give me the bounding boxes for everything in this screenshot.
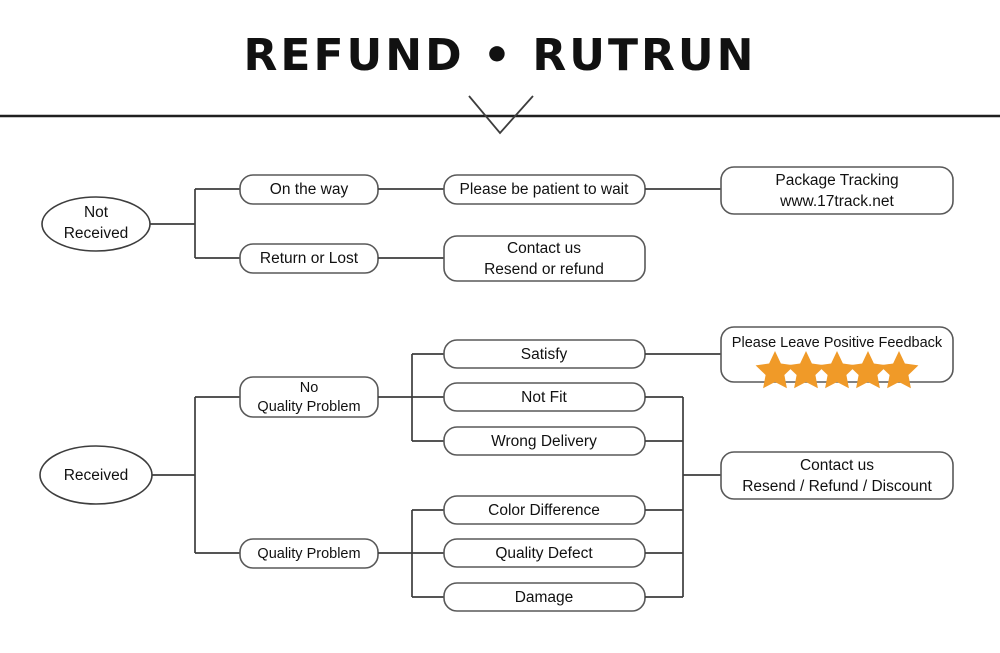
node-not-fit-label: Not Fit <box>521 389 567 406</box>
node-no-quality-problem-line2: Quality Problem <box>257 399 360 415</box>
node-package-tracking-line2: www.17track.net <box>779 193 894 210</box>
node-on-the-way-label: On the way <box>270 181 349 198</box>
star-rating <box>755 351 919 389</box>
node-quality-problem-label: Quality Problem <box>257 546 360 562</box>
star-icon <box>755 351 795 389</box>
star-icon <box>879 351 919 389</box>
node-contact-resend-refund-discount[interactable] <box>720 451 954 500</box>
node-contact-resend-line1: Contact us <box>507 240 581 257</box>
node-satisfy-label: Satisfy <box>521 346 568 363</box>
node-received-label: Received <box>64 467 129 484</box>
node-color-difference-label: Color Difference <box>488 502 600 519</box>
node-damage-label: Damage <box>515 589 574 606</box>
node-contact-discount-line2: Resend / Refund / Discount <box>742 478 932 495</box>
node-please-be-patient-label: Please be patient to wait <box>460 181 630 198</box>
node-not-received-line1: Not <box>84 204 109 221</box>
page-title: REFUND • RUTRUN <box>244 30 757 81</box>
node-contact-resend-or-refund[interactable] <box>443 235 646 282</box>
star-icon <box>848 351 888 389</box>
node-positive-feedback-label: Please Leave Positive Feedback <box>732 335 943 351</box>
node-package-tracking-line1: Package Tracking <box>775 172 898 189</box>
node-contact-discount-line1: Contact us <box>800 457 874 474</box>
chevron-down-icon <box>468 95 534 135</box>
node-quality-defect-label: Quality Defect <box>495 545 593 562</box>
node-not-received-line2: Received <box>64 225 129 242</box>
star-icon <box>786 351 826 389</box>
star-icon <box>817 351 857 389</box>
node-wrong-delivery-label: Wrong Delivery <box>491 433 597 450</box>
node-return-or-lost-label: Return or Lost <box>260 250 359 267</box>
node-contact-resend-line2: Resend or refund <box>484 261 604 278</box>
node-package-tracking[interactable] <box>720 166 954 215</box>
node-no-quality-problem-line1: No <box>300 380 319 396</box>
